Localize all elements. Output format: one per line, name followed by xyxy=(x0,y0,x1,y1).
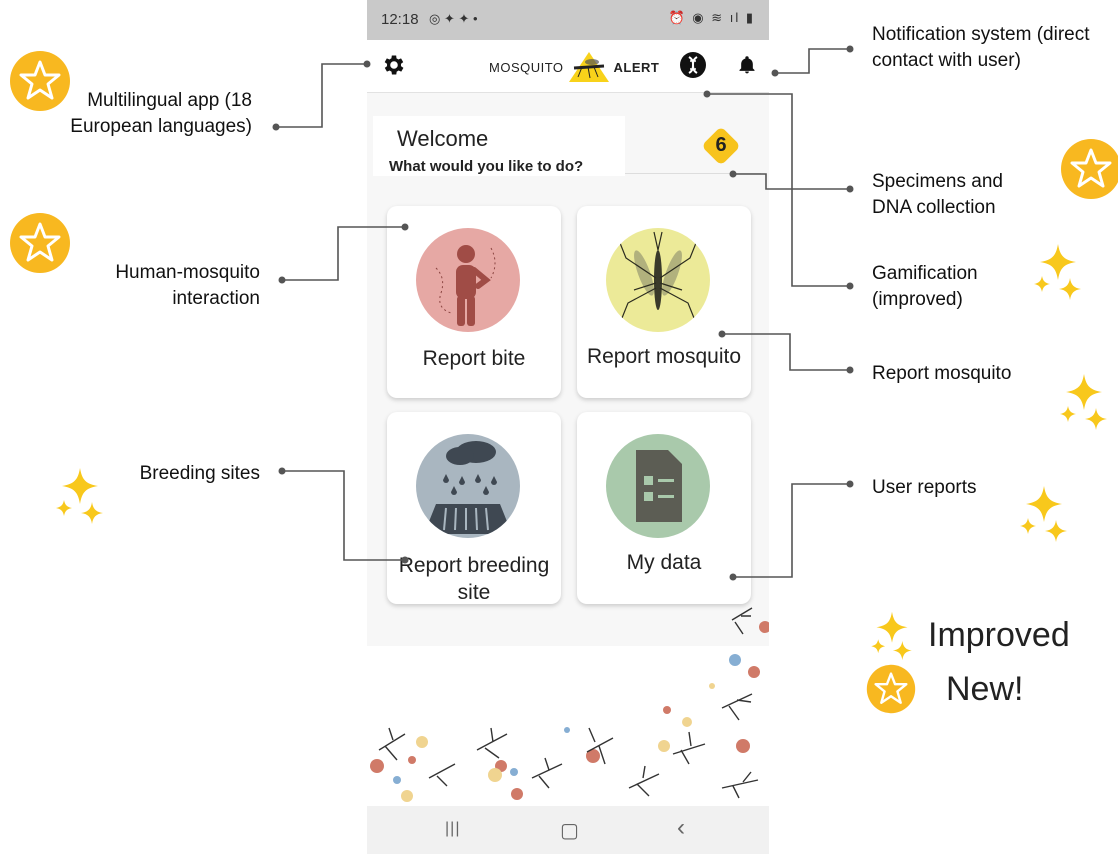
decorative-mosquito-pattern xyxy=(367,607,769,806)
back-button[interactable]: ‹ xyxy=(677,814,685,841)
phone-screen: 12:18 ◎ ✦ ✦ • ⏰ ◉ ≋ ıl ▮ MOSQUITO ALERT xyxy=(367,0,769,854)
app-bar: MOSQUITO ALERT xyxy=(367,40,769,93)
my-data-label: My data xyxy=(626,551,702,574)
mosquito-logo-icon xyxy=(568,52,609,82)
report-mosquito-label: Report mosquito xyxy=(586,345,742,368)
annotation-specimens: Specimens and DNA collection xyxy=(872,171,1003,218)
welcome-prompt: What would you like to do? xyxy=(389,158,584,175)
annotation-user-reports: User reports xyxy=(872,477,977,498)
system-nav-bar: ||| ▢ ‹ xyxy=(367,806,769,854)
brand-mosquito-text: MOSQUITO xyxy=(489,59,564,75)
improved-sparkle-icon xyxy=(1034,244,1081,300)
welcome-box xyxy=(373,116,625,176)
status-right-icons: ⏰ ◉ ≋ ıl ▮ xyxy=(668,10,755,25)
my-data-card[interactable]: My data xyxy=(577,412,751,604)
improved-sparkle-icon xyxy=(56,468,103,524)
bell-icon[interactable] xyxy=(737,55,757,75)
status-time: 12:18 xyxy=(381,11,419,28)
gear-icon[interactable] xyxy=(381,52,407,78)
recents-button[interactable]: ||| xyxy=(445,820,461,837)
mosquito-icon xyxy=(615,231,701,329)
status-left-icons: ◎ ✦ ✦ • xyxy=(429,11,478,26)
report-breeding-site-card[interactable]: Report breeding site xyxy=(387,412,561,604)
annotation-gamification: Gamification (improved) xyxy=(872,263,978,310)
divider xyxy=(625,173,761,174)
legend-improved-label: Improved xyxy=(928,616,1070,654)
annotation-notification: Notification system (direct contact with… xyxy=(872,24,1090,71)
report-bite-card[interactable]: Report bite xyxy=(387,206,561,398)
home-button[interactable]: ▢ xyxy=(560,820,579,842)
new-star-icon xyxy=(1061,139,1118,199)
bite-illustration xyxy=(416,228,520,332)
my-data-illustration xyxy=(606,434,710,538)
score-diamond-icon xyxy=(703,128,739,164)
rain-drain-icon xyxy=(424,441,512,534)
annotation-multilingual: Multilingual app (18 European languages) xyxy=(70,90,252,137)
report-breeding-site-label: Report breeding site xyxy=(398,554,550,604)
legend-star-icon xyxy=(866,664,916,714)
person-icon xyxy=(435,245,496,326)
improved-sparkle-icon xyxy=(1020,486,1067,542)
report-mosquito-card[interactable]: Report mosquito xyxy=(577,206,751,398)
document-icon xyxy=(636,450,682,522)
annotation-report-mosquito: Report mosquito xyxy=(872,363,1012,384)
welcome-heading: Welcome xyxy=(397,126,489,151)
annotation-human-mosquito: Human-mosquito interaction xyxy=(115,262,260,309)
score-badge[interactable]: 6 xyxy=(699,124,743,168)
legend-new-label: New! xyxy=(946,670,1024,708)
legend-sparkle-icon xyxy=(871,611,912,660)
report-bite-label: Report bite xyxy=(422,347,526,370)
annotation-breeding-sites: Breeding sites xyxy=(139,463,260,484)
new-star-icon xyxy=(10,51,70,111)
breeding-illustration xyxy=(416,434,520,538)
status-bar: 12:18 ◎ ✦ ✦ • ⏰ ◉ ≋ ıl ▮ xyxy=(367,0,769,40)
new-star-icon xyxy=(10,213,70,273)
improved-sparkle-icon xyxy=(1060,374,1107,430)
brand-alert-text: ALERT xyxy=(613,59,660,75)
score-value: 6 xyxy=(715,134,727,156)
mosquito-illustration xyxy=(606,228,710,332)
brand-logo: MOSQUITO ALERT xyxy=(489,50,659,84)
dna-icon[interactable] xyxy=(680,52,706,78)
